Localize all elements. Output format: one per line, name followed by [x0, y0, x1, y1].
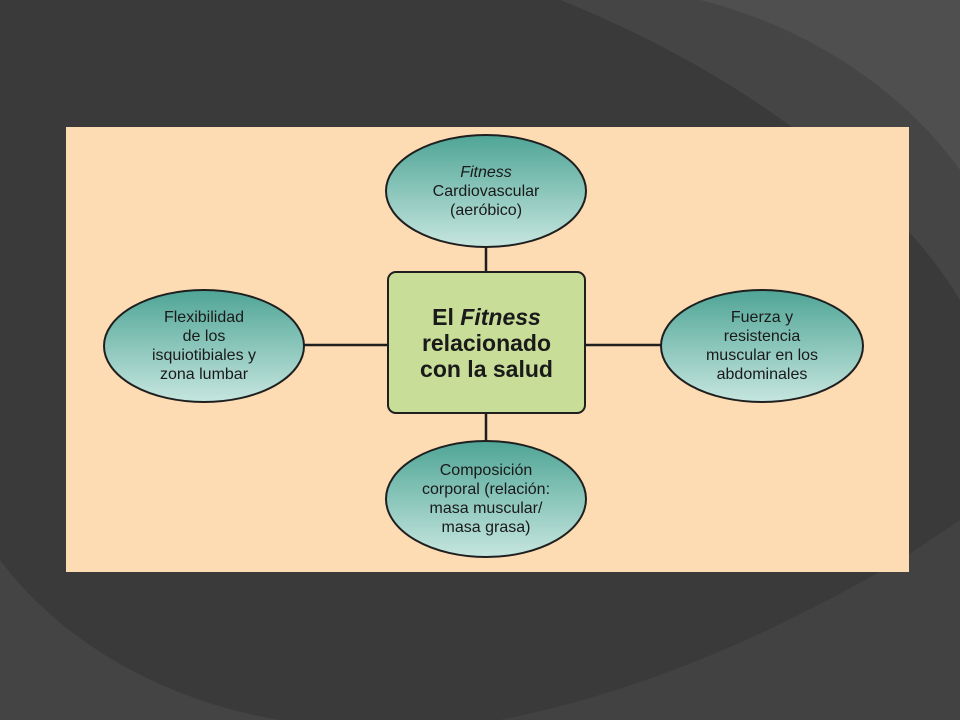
left-bubble-line4: zona lumbar: [159, 366, 249, 383]
center-box: [387, 271, 586, 414]
bottom-bubble-line2: corporal (relación:: [421, 481, 551, 498]
right-bubble-label: Fuerza y resistencia muscular en los abd…: [670, 299, 854, 393]
center-line1-italic: Fitness: [460, 303, 541, 330]
right-bubble-line3: muscular en los: [705, 347, 819, 364]
top-bubble-line1: Fitness: [460, 163, 512, 181]
bottom-bubble-line3: masa muscular/: [429, 500, 543, 517]
left-bubble-label: Flexibilidad de los isquiotibiales y zon…: [114, 299, 294, 393]
bubble-bottom: [385, 440, 587, 558]
left-bubble-line1: Flexibilidad: [163, 309, 245, 326]
right-bubble-line4: abdominales: [716, 366, 808, 383]
diagram-canvas: [103, 134, 864, 558]
left-bubble-line3: isquiotibiales y: [151, 347, 257, 364]
bubble-top: [385, 134, 587, 248]
bottom-bubble-line4: masa grasa): [441, 519, 531, 536]
bottom-bubble-line1: Composición: [439, 462, 533, 479]
bubble-left: [103, 289, 305, 403]
center-line1-plain: El: [432, 303, 461, 330]
top-bubble-line3: (aeróbico): [449, 201, 523, 219]
center-line2: relacionado: [421, 329, 552, 356]
center-line1: El Fitness: [432, 304, 541, 330]
top-bubble-label: Fitness Cardiovascular (aeróbico): [396, 147, 576, 235]
bubble-right: [660, 289, 864, 403]
right-bubble-line1: Fuerza y: [730, 309, 794, 326]
center-line3: con la salud: [420, 355, 553, 382]
right-bubble-line2: resistencia: [723, 328, 801, 345]
center-label: El Fitness relacionado con la salud: [388, 272, 585, 413]
bottom-bubble-label: Composición corporal (relación: masa mus…: [392, 452, 580, 546]
left-bubble-line2: de los: [182, 328, 226, 345]
diagram-panel: Fitness Cardiovascular (aeróbico) Flexib…: [66, 127, 909, 572]
top-bubble-line2: Cardiovascular: [432, 182, 540, 200]
